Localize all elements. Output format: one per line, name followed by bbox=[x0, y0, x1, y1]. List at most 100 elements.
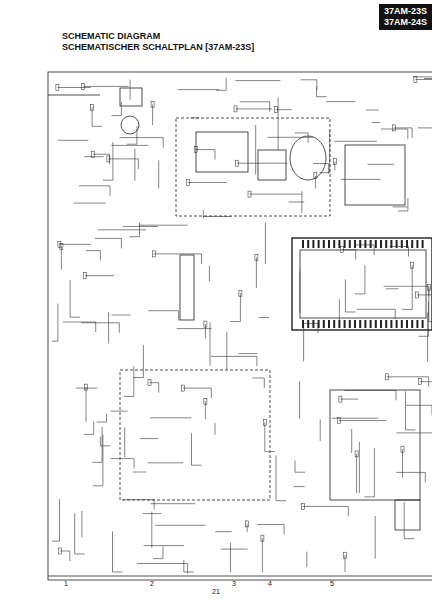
grid-number: 3 bbox=[232, 580, 236, 588]
wire bbox=[95, 238, 122, 248]
wire bbox=[396, 432, 432, 433]
resistor-symbol bbox=[85, 384, 88, 390]
wire bbox=[334, 141, 377, 142]
wire bbox=[153, 546, 163, 558]
ic-pin bbox=[338, 240, 340, 248]
wire bbox=[418, 302, 428, 337]
wire bbox=[226, 332, 227, 370]
ic-pin bbox=[359, 240, 361, 248]
ic-pin bbox=[370, 240, 372, 248]
ic-pin bbox=[338, 320, 340, 328]
ic-pin bbox=[323, 320, 325, 328]
wire bbox=[303, 506, 348, 516]
resistor-symbol bbox=[274, 107, 277, 113]
wire bbox=[372, 122, 381, 123]
ic-pin bbox=[396, 320, 398, 328]
wire bbox=[134, 149, 135, 181]
wire bbox=[256, 257, 257, 288]
ic-pin bbox=[411, 240, 413, 248]
ic-pin bbox=[375, 320, 377, 328]
wire bbox=[158, 160, 159, 188]
resistor-symbol bbox=[401, 446, 404, 452]
wire bbox=[124, 428, 125, 458]
resistor-symbol bbox=[344, 552, 347, 558]
wire bbox=[304, 323, 318, 333]
wire bbox=[209, 266, 210, 282]
resistor-symbol bbox=[91, 151, 94, 157]
wire bbox=[295, 133, 308, 143]
wire bbox=[230, 293, 240, 321]
wire bbox=[315, 176, 316, 189]
resistor-symbol bbox=[246, 521, 249, 527]
connector-symbol bbox=[395, 500, 420, 530]
ic-pin bbox=[422, 240, 424, 248]
wire bbox=[339, 420, 387, 421]
wire bbox=[252, 378, 264, 388]
resistor-symbol bbox=[248, 191, 251, 197]
wire bbox=[396, 472, 425, 482]
subtitle: SCHEMATISCHER SCHALTPLAN [37AM-23S] bbox=[62, 43, 254, 53]
wire bbox=[386, 288, 399, 289]
ic-pin bbox=[344, 240, 346, 248]
wire bbox=[299, 270, 300, 313]
resistor-symbol bbox=[91, 104, 94, 110]
wire bbox=[215, 423, 216, 435]
resistor-symbol bbox=[204, 321, 207, 327]
wire-group bbox=[52, 77, 432, 574]
wire bbox=[196, 150, 215, 160]
connector-symbol bbox=[120, 88, 142, 106]
power-section bbox=[120, 370, 270, 500]
wire bbox=[306, 552, 307, 568]
wire bbox=[368, 164, 395, 165]
wire bbox=[278, 97, 279, 150]
wire bbox=[156, 525, 206, 526]
main-ic-body bbox=[300, 250, 426, 318]
resistor-symbol bbox=[337, 418, 340, 424]
ic-pin bbox=[302, 320, 304, 328]
wire bbox=[137, 564, 188, 574]
ic-pin bbox=[385, 320, 387, 328]
resistor-symbol bbox=[414, 77, 417, 83]
wire bbox=[429, 287, 432, 321]
wire bbox=[205, 324, 206, 339]
wire bbox=[151, 503, 196, 504]
resistor-symbol bbox=[234, 106, 237, 112]
wire bbox=[188, 182, 227, 183]
wire bbox=[151, 512, 152, 548]
flyback-transformer bbox=[180, 255, 194, 320]
wire bbox=[299, 381, 300, 419]
wire bbox=[364, 448, 374, 497]
wire bbox=[334, 162, 335, 171]
wire bbox=[103, 142, 113, 180]
ic-pin bbox=[406, 240, 408, 248]
resistor-symbol bbox=[82, 83, 85, 89]
resistor-symbol bbox=[59, 548, 62, 554]
wire bbox=[148, 311, 178, 321]
wire bbox=[357, 309, 395, 319]
wire bbox=[230, 543, 231, 572]
wire bbox=[415, 79, 432, 80]
wire bbox=[205, 402, 206, 420]
wire bbox=[313, 164, 328, 174]
wire bbox=[384, 286, 429, 296]
wire bbox=[111, 411, 128, 412]
ic-pin bbox=[349, 320, 351, 328]
wire bbox=[381, 129, 408, 139]
wire bbox=[86, 251, 100, 261]
ic-block bbox=[196, 132, 248, 172]
wire bbox=[413, 76, 432, 77]
ic-pin bbox=[312, 320, 314, 328]
ic-pin bbox=[364, 240, 366, 248]
wire bbox=[345, 390, 396, 400]
resistor-symbol bbox=[186, 180, 189, 186]
resistor-symbol bbox=[151, 102, 154, 108]
wire bbox=[76, 388, 98, 389]
ic-pin bbox=[416, 240, 418, 248]
wire bbox=[81, 511, 82, 538]
wire bbox=[154, 254, 202, 264]
wire bbox=[345, 279, 355, 312]
resistor-symbol bbox=[418, 379, 421, 385]
wire bbox=[178, 89, 219, 90]
wire bbox=[394, 128, 412, 138]
